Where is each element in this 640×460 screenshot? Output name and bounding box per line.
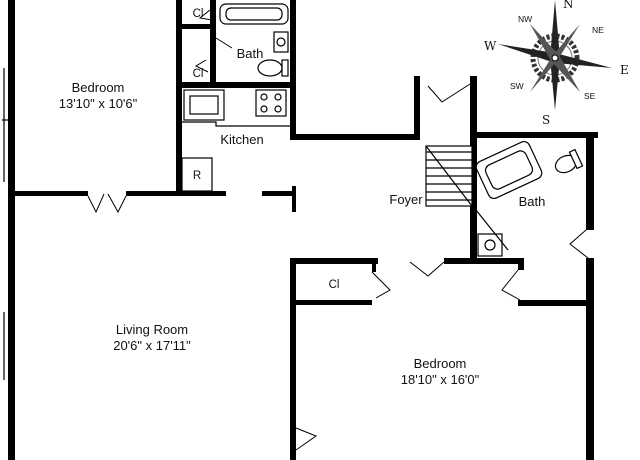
living-room-size: 20'6" x 17'11" bbox=[113, 338, 191, 353]
compass-rose-icon: N S E W NW NE SW SE bbox=[484, 0, 629, 127]
bath-2-name: Bath bbox=[519, 194, 546, 209]
closet-1-name: Cl bbox=[193, 8, 204, 20]
compass-n: N bbox=[563, 0, 574, 11]
closet-3-name: Cl bbox=[329, 279, 340, 291]
bedroom-2-name: Bedroom bbox=[414, 356, 467, 371]
compass-sw: SW bbox=[510, 81, 524, 91]
refrigerator-label: R bbox=[193, 170, 201, 182]
compass-se: SE bbox=[584, 91, 596, 101]
compass-e: E bbox=[620, 63, 629, 77]
closet-2-name: Cl bbox=[193, 68, 204, 80]
bedroom-1-size: 13'10" x 10'6" bbox=[59, 96, 138, 111]
foyer-name: Foyer bbox=[389, 192, 423, 207]
windows bbox=[2, 68, 8, 380]
stove-icon bbox=[255, 89, 287, 117]
walls bbox=[8, 0, 598, 460]
toilet-icon bbox=[257, 59, 283, 77]
refrigerator-icon bbox=[181, 157, 213, 192]
compass-w: W bbox=[484, 39, 497, 53]
stairs bbox=[425, 145, 473, 207]
fixtures bbox=[181, 3, 584, 257]
bathtub-icon bbox=[219, 3, 289, 25]
living-room-name: Living Room bbox=[116, 322, 188, 337]
sink-icon bbox=[477, 233, 503, 257]
room-labels: Bedroom 13'10" x 10'6" Living Room 20'6"… bbox=[59, 8, 546, 387]
bath-1-name: Bath bbox=[237, 46, 264, 61]
compass-s: S bbox=[542, 113, 550, 127]
kitchen-sink-icon bbox=[183, 89, 225, 121]
sink-icon bbox=[273, 31, 289, 53]
kitchen-name: Kitchen bbox=[220, 132, 263, 147]
bedroom-2-size: 18'10" x 16'0" bbox=[401, 372, 480, 387]
compass-nw: NW bbox=[518, 14, 532, 24]
compass-ne: NE bbox=[592, 25, 604, 35]
doors bbox=[87, 9, 589, 451]
bathtub-icon bbox=[475, 140, 543, 200]
bedroom-1-name: Bedroom bbox=[72, 80, 125, 95]
